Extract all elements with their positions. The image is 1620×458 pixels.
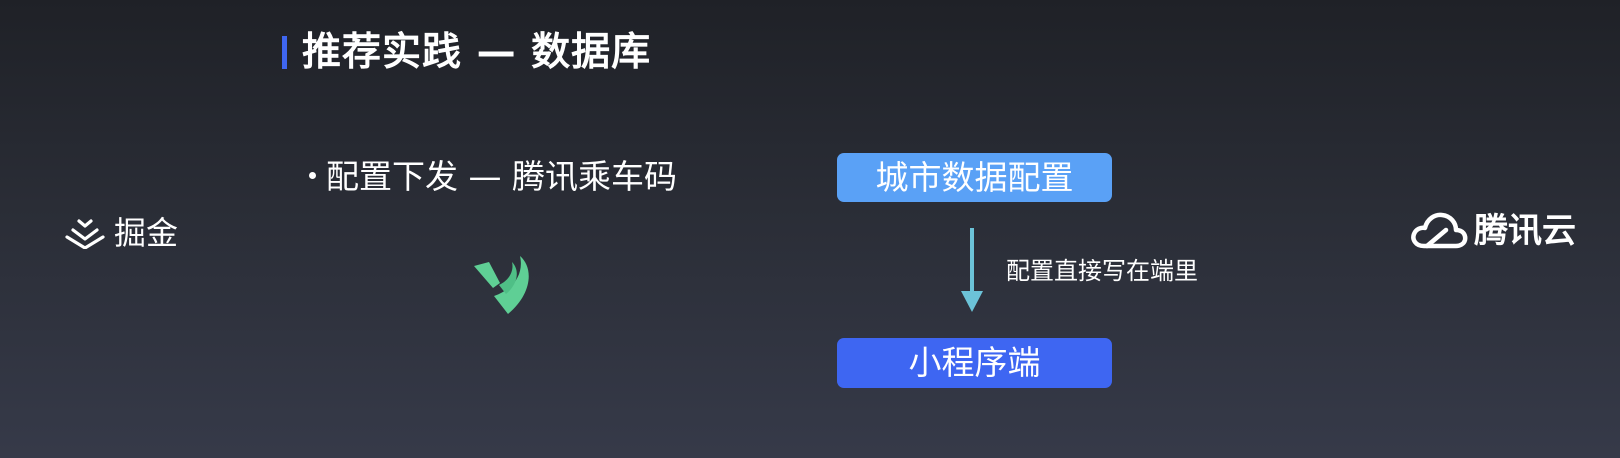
tencent-cloud-icon bbox=[1411, 212, 1468, 249]
page-title: 推荐实践 — 数据库 bbox=[302, 30, 652, 75]
arrow-label: 配置直接写在端里 bbox=[1006, 257, 1198, 285]
juejin-icon bbox=[65, 219, 105, 249]
juejin-logo-text: 掘金 bbox=[114, 214, 179, 252]
bullet-item: 配置下发 — 腾讯乘车码 bbox=[309, 157, 677, 197]
juejin-logo: 掘金 bbox=[64, 213, 178, 253]
city-data-config-box: 城市数据配置 bbox=[837, 153, 1112, 202]
tencent-cloud-logo: 腾讯云 bbox=[1410, 210, 1576, 252]
mini-program-box: 小程序端 bbox=[837, 338, 1112, 388]
title-accent-bar bbox=[282, 36, 287, 69]
tencent-cloud-logo-text: 腾讯云 bbox=[1474, 211, 1576, 251]
tencent-ride-code-icon bbox=[474, 256, 529, 314]
bullet-dot bbox=[309, 172, 316, 179]
arrow-down-icon bbox=[961, 228, 983, 312]
bullet-text: 配置下发 — 腾讯乘车码 bbox=[326, 157, 677, 196]
